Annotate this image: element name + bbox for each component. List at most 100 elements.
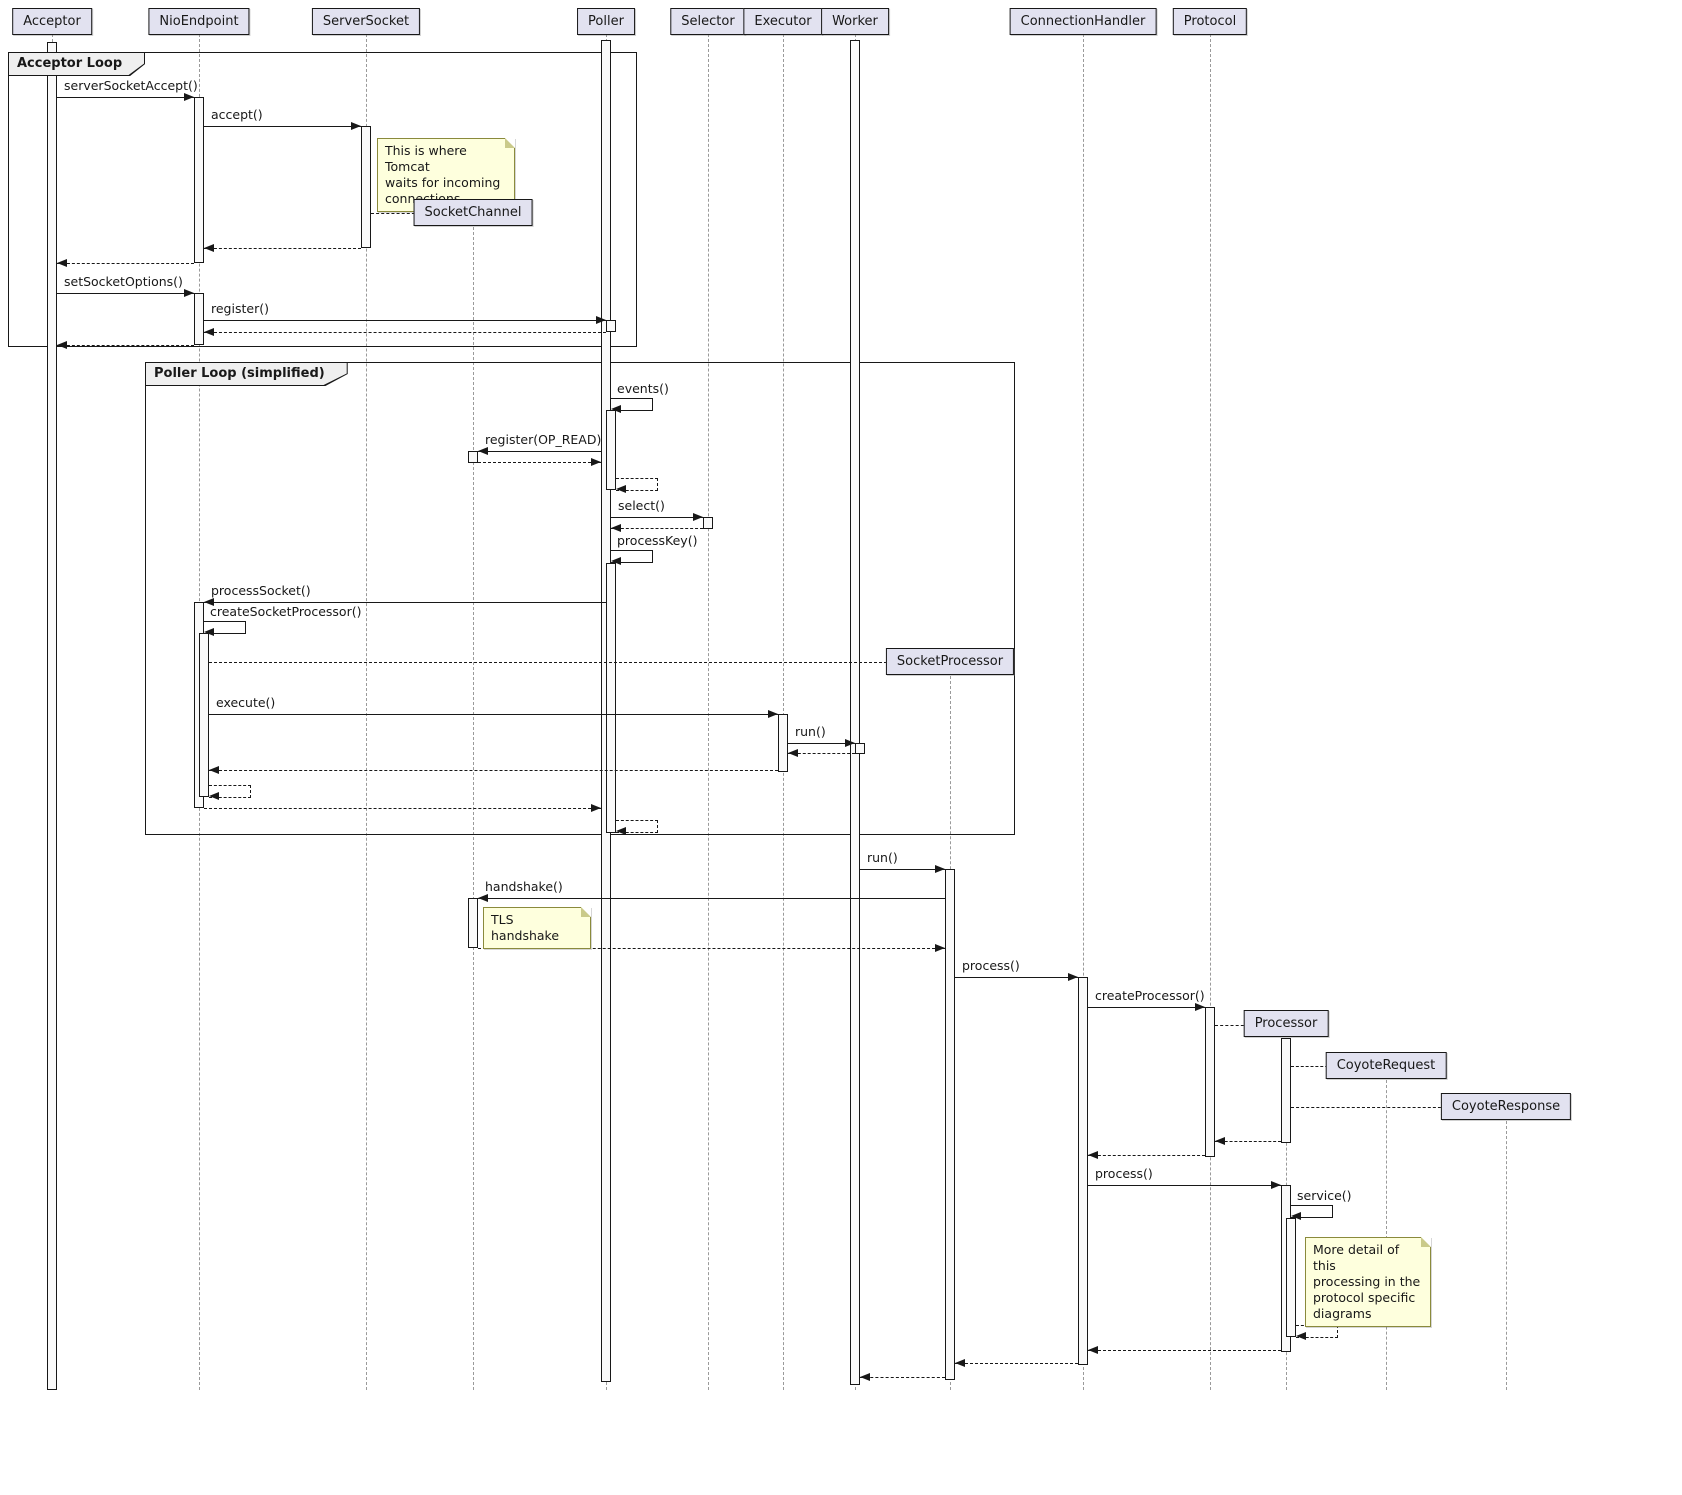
return-message-line bbox=[204, 808, 601, 809]
created-participant-box: CoyoteRequest bbox=[1325, 1052, 1447, 1079]
lifeline bbox=[708, 34, 709, 1390]
frame-label-text: Poller Loop (simplified) bbox=[146, 363, 347, 385]
message-label: process() bbox=[962, 958, 1020, 973]
lifeline bbox=[783, 34, 784, 1390]
message-arrowhead bbox=[1068, 973, 1078, 981]
activation-bar bbox=[468, 898, 478, 948]
activation-bar bbox=[1205, 1007, 1215, 1157]
message-line bbox=[1088, 1185, 1281, 1186]
message-label: register(OP_READ) bbox=[485, 432, 602, 447]
create-message-line bbox=[1291, 1107, 1446, 1108]
create-message-line bbox=[1215, 1025, 1249, 1026]
message-arrowhead bbox=[1195, 1003, 1205, 1011]
message-label: processKey() bbox=[617, 533, 698, 548]
activation-bar bbox=[1281, 1038, 1291, 1143]
message-arrowhead bbox=[1088, 1346, 1098, 1354]
message-line bbox=[1088, 1007, 1205, 1008]
return-message-line bbox=[611, 528, 703, 529]
message-arrowhead bbox=[184, 93, 194, 101]
message-arrowhead bbox=[591, 458, 601, 466]
return-message-line bbox=[788, 753, 855, 754]
message-line bbox=[788, 743, 855, 744]
message-label: accept() bbox=[211, 107, 263, 122]
message-line bbox=[204, 126, 361, 127]
message-arrowhead bbox=[204, 598, 214, 606]
note-fold-icon bbox=[505, 138, 515, 148]
frame-label-text: Acceptor Loop bbox=[9, 53, 145, 75]
participant-box: Acceptor bbox=[12, 8, 92, 35]
message-arrowhead bbox=[57, 259, 67, 267]
message-arrowhead bbox=[955, 1359, 965, 1367]
return-message-line bbox=[860, 1377, 945, 1378]
activation-bar bbox=[361, 126, 371, 248]
message-arrowhead bbox=[351, 122, 361, 130]
message-label: createSocketProcessor() bbox=[210, 604, 362, 619]
self-message bbox=[204, 621, 246, 634]
message-label: run() bbox=[795, 724, 826, 739]
activation-bar bbox=[606, 563, 616, 833]
activation-bar bbox=[468, 451, 478, 463]
return-message-line bbox=[204, 332, 606, 333]
activation-bar bbox=[778, 714, 788, 772]
message-line bbox=[860, 869, 945, 870]
return-message-line bbox=[955, 1363, 1078, 1364]
message-arrowhead bbox=[935, 944, 945, 952]
message-line bbox=[204, 320, 606, 321]
note-fold-icon bbox=[1421, 1237, 1431, 1247]
participant-box: ConnectionHandler bbox=[1009, 8, 1157, 35]
activation-bar bbox=[703, 517, 713, 529]
message-arrowhead bbox=[1296, 1332, 1306, 1340]
message-label: register() bbox=[211, 301, 269, 316]
message-line bbox=[478, 898, 945, 899]
frame-label: Poller Loop (simplified) bbox=[145, 362, 348, 386]
self-message bbox=[1291, 1205, 1333, 1218]
return-message-line bbox=[204, 248, 361, 249]
return-message-line bbox=[1088, 1350, 1281, 1351]
note: TLS handshake bbox=[483, 907, 591, 949]
message-line bbox=[204, 602, 606, 603]
message-label: serverSocketAccept() bbox=[64, 78, 198, 93]
participant-box: Executor bbox=[743, 8, 823, 35]
activation-bar bbox=[199, 633, 209, 797]
note-fold-icon bbox=[581, 907, 591, 917]
return-message-line bbox=[478, 462, 601, 463]
message-arrowhead bbox=[611, 557, 621, 565]
message-arrowhead bbox=[57, 341, 67, 349]
message-label: service() bbox=[1297, 1188, 1352, 1203]
message-arrowhead bbox=[1271, 1181, 1281, 1189]
message-arrowhead bbox=[768, 710, 778, 718]
activation-bar bbox=[606, 410, 616, 490]
participant-box: ServerSocket bbox=[311, 8, 421, 35]
activation-bar bbox=[606, 320, 616, 332]
message-arrowhead bbox=[845, 739, 855, 747]
message-arrowhead bbox=[1291, 1212, 1301, 1220]
message-label: select() bbox=[618, 498, 665, 513]
message-arrowhead bbox=[204, 244, 214, 252]
created-participant-box: Processor bbox=[1243, 1010, 1329, 1037]
message-arrowhead bbox=[693, 513, 703, 521]
create-message-line bbox=[1291, 1066, 1333, 1067]
return-message-line bbox=[1088, 1155, 1205, 1156]
message-label: setSocketOptions() bbox=[64, 274, 183, 289]
message-arrowhead bbox=[184, 289, 194, 297]
activation-bar bbox=[1078, 977, 1088, 1365]
self-message bbox=[611, 550, 653, 563]
self-return-message bbox=[616, 478, 658, 491]
participant-box: Selector bbox=[670, 8, 746, 35]
message-arrowhead bbox=[616, 485, 626, 493]
activation-bar bbox=[194, 97, 204, 263]
message-arrowhead bbox=[788, 749, 798, 757]
create-message-line bbox=[209, 662, 892, 663]
message-arrowhead bbox=[935, 865, 945, 873]
message-line bbox=[955, 977, 1078, 978]
lifeline bbox=[1210, 34, 1211, 1390]
return-message-line bbox=[478, 948, 945, 949]
activation-bar bbox=[945, 869, 955, 1380]
activation-bar bbox=[1286, 1218, 1296, 1337]
message-line bbox=[209, 714, 778, 715]
return-message-line bbox=[57, 263, 194, 264]
message-label: handshake() bbox=[485, 879, 563, 894]
message-arrowhead bbox=[596, 316, 606, 324]
participant-box: NioEndpoint bbox=[148, 8, 250, 35]
